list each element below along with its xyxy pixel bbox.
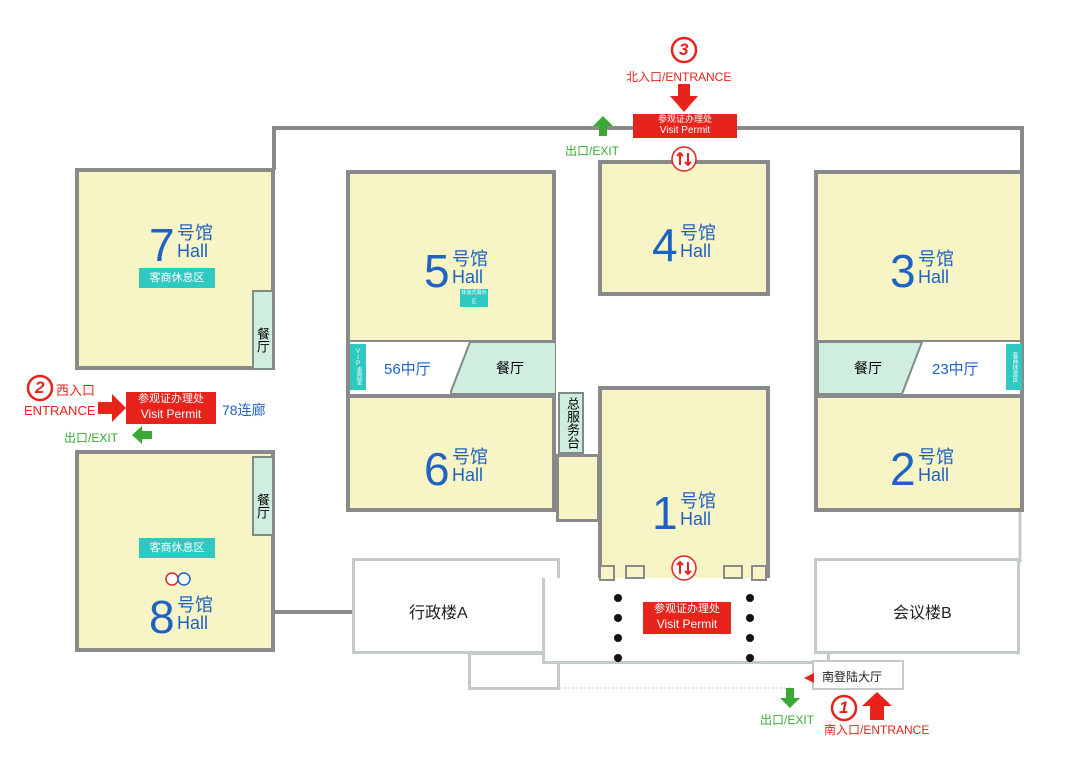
north-exit-arrow-icon <box>593 116 613 141</box>
south-exit-label: 出口/EXIT <box>760 713 815 727</box>
hall-3[interactable]: 3 号馆 Hall <box>814 170 1024 344</box>
hall-7-hao: 号馆 <box>177 223 213 243</box>
hall-6-hao: 号馆 <box>452 447 488 467</box>
lounge-label: 客商休息区 <box>139 268 215 288</box>
visit-permit-north[interactable]: 参观证办理处 Visit Permit <box>633 114 737 138</box>
restroom-icon <box>165 572 191 586</box>
hall-5-number: 5 <box>424 245 450 297</box>
permit-en: Visit Permit <box>656 617 718 631</box>
restaurant-23-shape <box>818 342 924 394</box>
mid-corridor-56: VIP贵宾室 56中厅 餐厅 <box>346 342 556 394</box>
permit-cn: 参观证办理处 <box>657 114 712 124</box>
south-entrance-arrow-icon <box>862 692 892 725</box>
lounge-label: 客商休息区 <box>139 538 215 558</box>
south-lobby-label: 南登陆大厅 <box>822 670 883 684</box>
lobby-pointer-icon <box>804 670 814 688</box>
hall-6-hall: Hall <box>452 465 484 485</box>
service-desk: 总服务台 <box>558 392 584 454</box>
hall-1-number: 1 <box>652 487 678 539</box>
meeting-building-b[interactable]: 会议楼B <box>814 558 1020 654</box>
north-entrance-label: 北入口/ENTRANCE <box>626 70 732 84</box>
hall-4-number: 4 <box>652 219 678 271</box>
restaurant-label: 餐厅 <box>496 360 524 376</box>
hall-1-hao: 号馆 <box>680 491 716 511</box>
admin-a-label: 行政楼A <box>409 605 468 622</box>
south-entrance-number: 1 <box>830 694 858 722</box>
hall-2-hao: 号馆 <box>918 447 954 467</box>
restaurant-56-shape <box>450 342 556 394</box>
west-entrance-label-en: ENTRANCE <box>24 403 96 418</box>
restaurant-label: 餐厅 <box>252 290 274 370</box>
hall-6-number: 6 <box>424 443 450 495</box>
hall-1-hall: Hall <box>680 509 712 529</box>
west-entrance-arrow-icon <box>98 394 126 427</box>
west-entrance-number: 2 <box>26 374 54 402</box>
visit-permit-west[interactable]: 参观证办理处 Visit Permit <box>126 392 216 424</box>
hall-8-number: 8 <box>149 591 175 643</box>
permit-en: Visit Permit <box>140 407 202 421</box>
mid-corridor-23: 餐厅 23中厅 客商休息区 <box>814 342 1024 394</box>
west-entrance-label: 西入口 <box>56 383 96 398</box>
hall-5-hall: Hall <box>452 267 484 287</box>
west-exit-arrow-icon <box>132 426 152 449</box>
south-exit-arrow-icon <box>780 688 800 713</box>
south-entrance-label: 南入口/ENTRANCE <box>824 723 930 737</box>
north-entrance-number: 3 <box>670 36 698 64</box>
permit-cn: 参观证办理处 <box>138 393 204 405</box>
hall-3-hao: 号馆 <box>918 249 954 269</box>
hall-2-hall: Hall <box>918 465 950 485</box>
visit-permit-south[interactable]: 参观证办理处 Visit Permit <box>643 602 731 634</box>
vip-left-label: VIP贵宾室 <box>350 344 366 390</box>
hall-3-number: 3 <box>890 245 916 297</box>
north-entrance-arrow-icon <box>670 84 698 117</box>
north-exit-label: 出口/EXIT <box>565 144 620 158</box>
hall-8-hall: Hall <box>177 613 209 633</box>
hall-8-hao: 号馆 <box>177 595 213 615</box>
hall-5-hao: 号馆 <box>452 249 488 269</box>
elevator-icon <box>671 146 697 172</box>
permit-en: Visit Permit <box>659 125 711 136</box>
hall-6[interactable]: 6 号馆 Hall <box>346 394 556 512</box>
hall-4-hall: Hall <box>680 241 712 261</box>
west-exit-label: 出口/EXIT <box>64 431 119 445</box>
restaurant-label: 餐厅 <box>854 360 882 376</box>
meeting-b-label: 会议楼B <box>893 605 952 622</box>
hall-23-label: 23中厅 <box>932 361 979 378</box>
hall-8[interactable]: 餐厅 客商休息区 8 号馆 Hall <box>75 450 275 652</box>
display-area-label: 体验式展示区 <box>460 289 488 307</box>
south-lobby[interactable]: 南登陆大厅 <box>812 660 904 690</box>
hall-7-label: 7 <box>149 219 175 271</box>
permit-cn: 参观证办理处 <box>654 603 720 615</box>
hall-2-number: 2 <box>890 443 916 495</box>
hall-4-hao: 号馆 <box>680 223 716 243</box>
restaurant-label: 餐厅 <box>252 456 274 536</box>
elevator-icon <box>671 555 697 581</box>
hall-3-hall: Hall <box>918 267 950 287</box>
hall-7[interactable]: 7 号馆 Hall 客商休息区 餐厅 <box>75 168 275 370</box>
hall-7-hall: Hall <box>177 241 209 261</box>
hall-1[interactable]: 1 号馆 Hall <box>598 386 770 582</box>
corridor-78-label: 78连廊 <box>222 402 266 418</box>
hall-2[interactable]: 2 号馆 Hall <box>814 394 1024 512</box>
hall-56-label: 56中厅 <box>384 361 431 378</box>
vip-right-label: 客商休息区 <box>1006 344 1022 390</box>
